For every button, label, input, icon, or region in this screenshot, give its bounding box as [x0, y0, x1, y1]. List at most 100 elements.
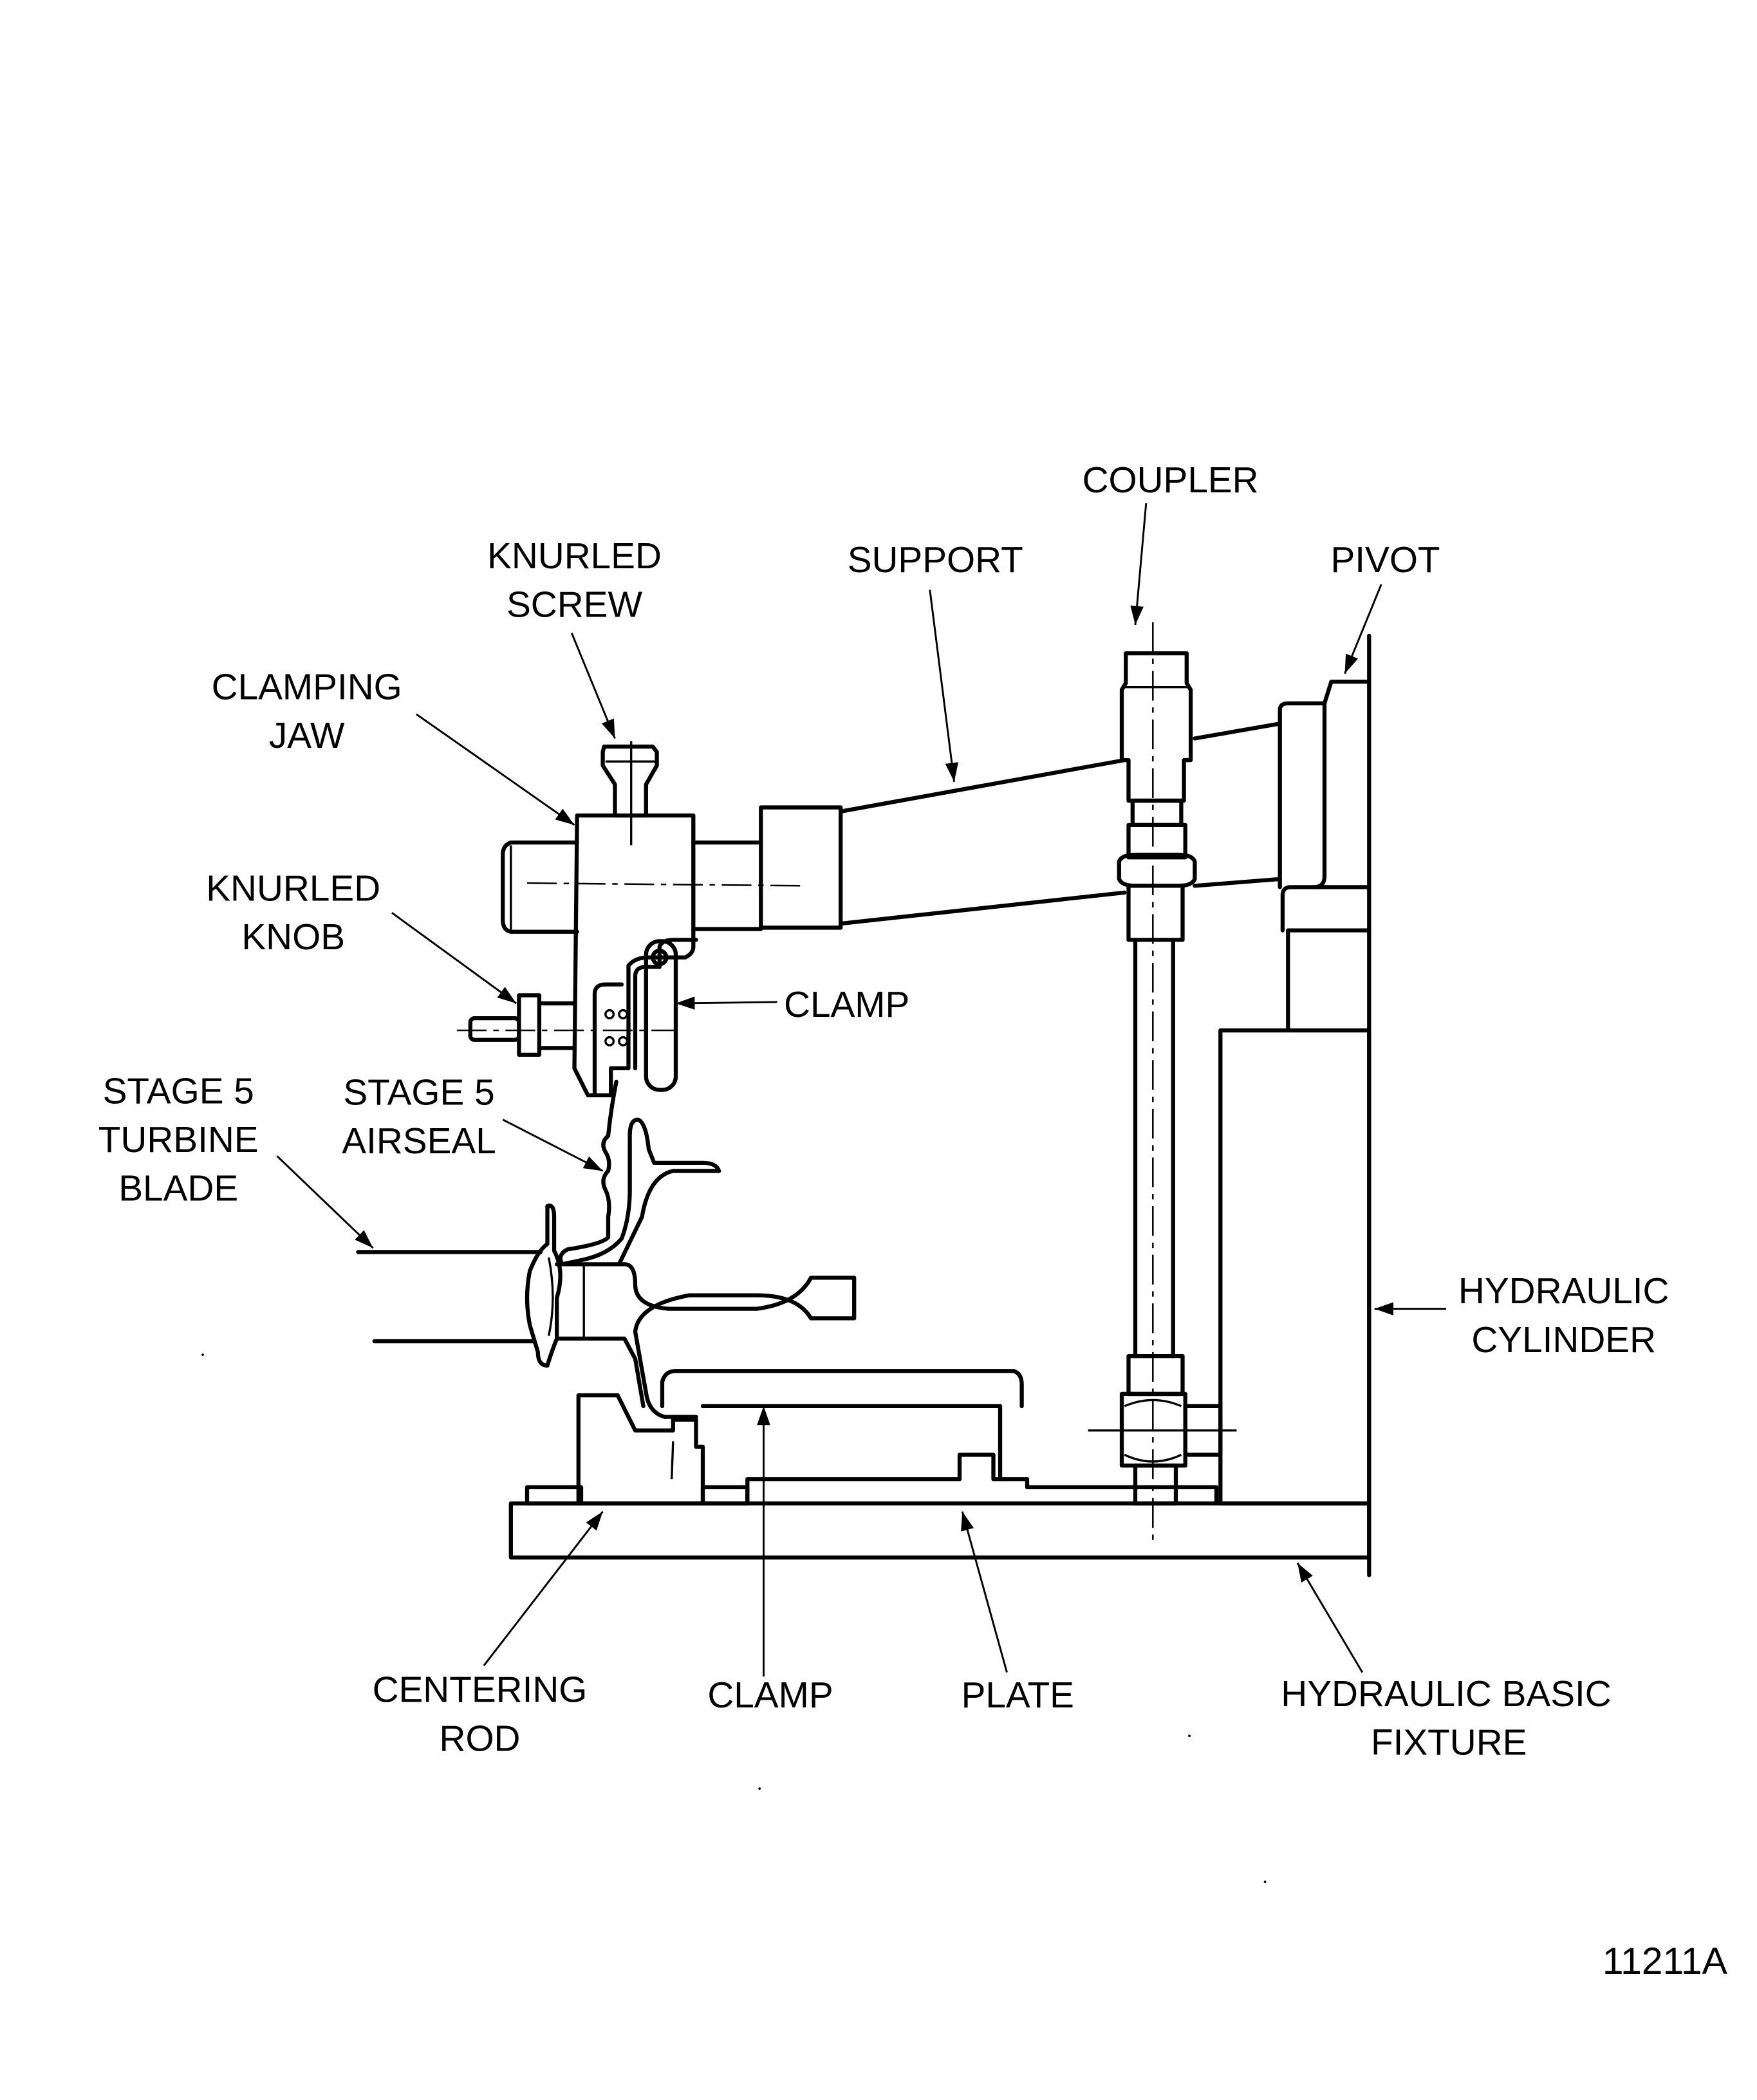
coupler-neck [1130, 798, 1184, 828]
rod-lower-fitting [1119, 1391, 1187, 1468]
spring-coil [618, 1008, 629, 1019]
turbine-disk [555, 1262, 857, 1419]
scan-specks [201, 1353, 1267, 1883]
label-centering-rod-line1: CENTERING [373, 1670, 588, 1711]
pivot [1278, 680, 1371, 889]
leader-turbine-blade [276, 1155, 374, 1249]
coupler-body [1119, 651, 1193, 803]
knurled-screw-body [600, 744, 659, 818]
label-turbine-blade-line3: BLADE [118, 1169, 238, 1209]
rod-lower-collar [1126, 1354, 1185, 1397]
label-hydraulic-cylinder-line1: HYDRAULIC [1458, 1271, 1669, 1312]
leader-upper-clamp [675, 996, 777, 1010]
upper-clamp-frame [633, 938, 698, 1071]
disk-bore [555, 1336, 646, 1408]
blade-root-inner [547, 1257, 554, 1337]
labels: COUPLER KNURLED SCREW SUPPORT PIVOT CLAM… [98, 460, 1728, 1982]
lower-clamp-top [660, 1369, 1024, 1408]
clamp-spring-housing [592, 982, 624, 1098]
stage5-turbine-blade [356, 1203, 562, 1368]
leader-airseal [502, 1119, 604, 1172]
label-clamping-jaw-line2: JAW [269, 716, 345, 756]
cylinder-collar [1280, 885, 1371, 933]
coupler-assembly [1088, 622, 1237, 1541]
label-knurled-screw-line1: KNURLED [487, 536, 662, 577]
plate [525, 1453, 1219, 1506]
blade-root [525, 1203, 562, 1368]
clamp-lever [644, 939, 678, 1092]
lower-clamp [660, 1369, 1024, 1482]
label-centering-rod-line2: ROD [440, 1718, 521, 1759]
support-top-edge-b [1193, 721, 1282, 741]
leader-knurled-screw [570, 633, 616, 739]
label-hydraulic-basic-fixture-line1: HYDRAULIC BASIC [1281, 1674, 1611, 1714]
base-plate-body [508, 1501, 1371, 1560]
label-plate: PLATE [962, 1675, 1074, 1716]
spring-coil [604, 1036, 615, 1046]
label-airseal-line1: STAGE 5 [343, 1073, 494, 1113]
label-hydraulic-basic-fixture-line2: FIXTURE [1371, 1723, 1527, 1763]
centering-block [576, 1393, 705, 1506]
label-hydraulic-cylinder-line2: CYLINDER [1471, 1320, 1656, 1361]
pivot-block [1278, 680, 1371, 889]
support-collar [759, 805, 843, 930]
airseal-profile [558, 1079, 721, 1267]
upper-clamp [592, 938, 698, 1098]
rod-upper-fitting [1126, 884, 1185, 942]
knurled-knob [456, 993, 676, 1057]
leader-pivot [1344, 584, 1382, 674]
jaw-centerline [526, 882, 804, 887]
hydraulic-basic-fixture [508, 633, 1371, 1577]
label-coupler: COUPLER [1083, 460, 1259, 501]
label-airseal-line2: AIRSEAL [342, 1121, 496, 1162]
leader-clamping-jaw [415, 713, 575, 826]
leader-centering-rod [483, 1510, 604, 1666]
label-turbine-blade-line2: TURBINE [98, 1120, 259, 1160]
leader-knurled-knob [391, 912, 517, 1005]
leader-hydraulic-basic-fixture [1296, 1562, 1364, 1673]
figure-number: 11211A [1603, 1940, 1728, 1982]
hydraulic-cylinder [1218, 885, 1371, 1506]
label-upper-clamp: CLAMP [784, 985, 909, 1025]
cylinder-neck [1286, 928, 1371, 1033]
leader-lines [276, 503, 1446, 1677]
label-turbine-blade-line1: STAGE 5 [103, 1071, 254, 1111]
knurled-knob-shaft [468, 1016, 521, 1042]
speck [1188, 1734, 1191, 1738]
label-support: SUPPORT [848, 540, 1023, 581]
label-knurled-screw-line2: SCREW [507, 584, 642, 625]
spring-coil [618, 1036, 629, 1046]
speck [1263, 1881, 1267, 1883]
label-pivot: PIVOT [1330, 540, 1440, 581]
disk-web [555, 1262, 857, 1419]
centering-rod [576, 1393, 705, 1506]
plate-left-strip [525, 1485, 584, 1506]
jaw-left-boss [501, 841, 579, 934]
pivot-inner-corner [1312, 874, 1327, 889]
plate-outline [745, 1453, 1219, 1506]
label-clamping-jaw-line1: CLAMPING [212, 667, 402, 708]
rod-base [1133, 1463, 1178, 1506]
label-knurled-knob-line1: KNURLED [206, 868, 380, 909]
knurled-knob-stem [537, 1001, 577, 1050]
label-knurled-knob-line2: KNOB [241, 917, 345, 958]
support-bottom-edge-b [1193, 877, 1282, 888]
spring-coil [604, 1008, 615, 1019]
label-lower-clamp: CLAMP [707, 1675, 833, 1716]
speck [758, 1787, 761, 1790]
centering-rod-centerline [671, 1441, 674, 1480]
plate-mid-strip [700, 1485, 750, 1506]
clamp-pivot-pin [651, 949, 669, 967]
speck [201, 1353, 204, 1356]
knurled-screw [600, 741, 659, 846]
cylinder-body [1218, 1028, 1371, 1506]
leader-coupler [1130, 503, 1148, 626]
leader-support [929, 590, 959, 782]
support-bottom-edge-a [839, 890, 1127, 926]
stage5-airseal [558, 1079, 721, 1267]
coupler-stem [1126, 822, 1187, 860]
knurled-knob-disk [517, 993, 542, 1057]
jaw-arm [691, 841, 763, 931]
